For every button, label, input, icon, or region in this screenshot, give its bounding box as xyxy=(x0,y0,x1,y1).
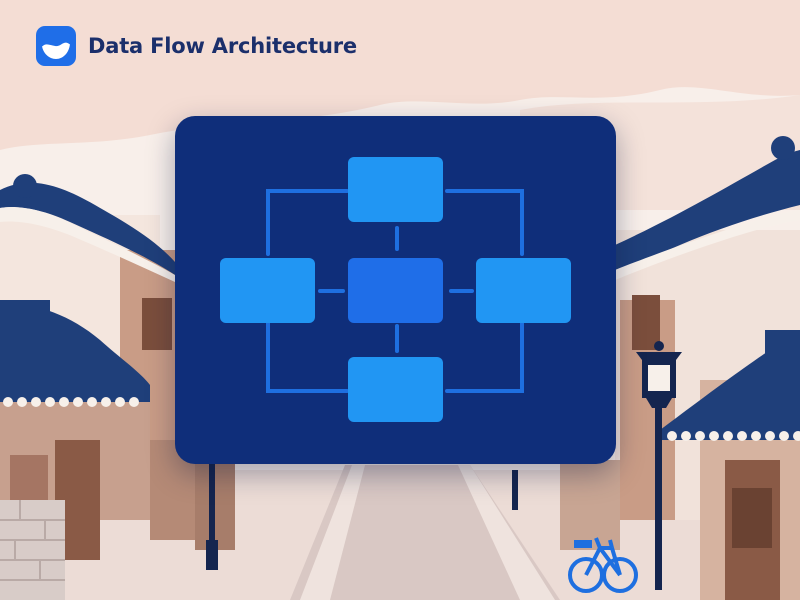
node-right xyxy=(476,258,571,323)
node-left xyxy=(220,258,315,323)
connector-top-left xyxy=(266,189,349,256)
diagram-card xyxy=(175,116,616,464)
header-brand: Data Flow Architecture xyxy=(36,26,357,66)
connector-right-bottom xyxy=(445,320,524,393)
connector-left-bottom xyxy=(266,320,349,393)
connector-top-right xyxy=(445,189,524,256)
node-bottom xyxy=(348,357,443,422)
page-title: Data Flow Architecture xyxy=(88,34,357,58)
node-top xyxy=(348,157,443,222)
node-center xyxy=(348,258,443,323)
wave-bowl-logo-icon xyxy=(36,26,76,66)
connectors xyxy=(266,189,524,393)
flow-diagram xyxy=(220,157,571,422)
